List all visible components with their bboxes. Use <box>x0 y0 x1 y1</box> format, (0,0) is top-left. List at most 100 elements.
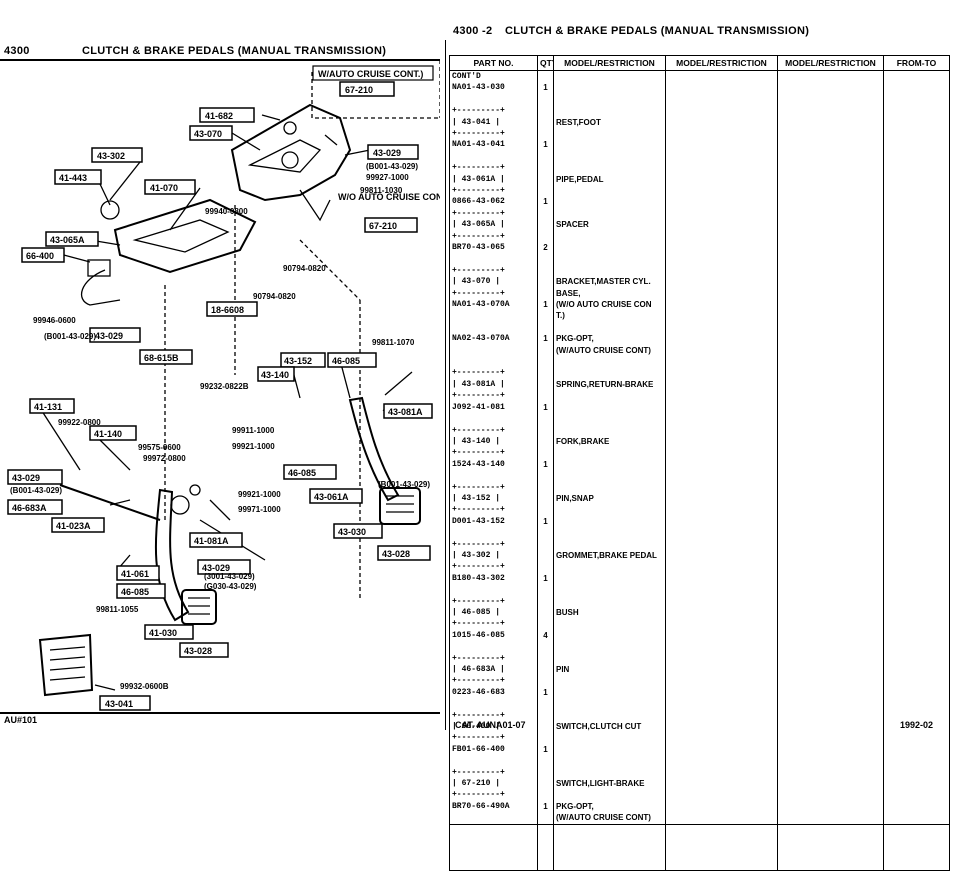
callout-box <box>29 398 75 414</box>
from-to-cell <box>883 686 950 699</box>
part-no-cell: +---------+ <box>449 595 538 607</box>
table-row: +---------+ <box>449 185 950 197</box>
callout-41-443: 41-443 <box>59 173 87 183</box>
from-to-cell <box>883 789 950 801</box>
model-2-cell <box>665 310 778 322</box>
description-cell <box>553 230 666 243</box>
callout-box <box>21 247 65 263</box>
left-page-number: 4300 <box>4 45 30 57</box>
part-no-cell: +---------+ <box>449 652 538 664</box>
qty-cell <box>537 720 554 733</box>
qty-cell <box>537 230 554 243</box>
pn-label: 99927-1000 <box>366 173 409 182</box>
callout-box <box>89 327 141 343</box>
model-3-cell <box>777 299 884 311</box>
empty-cell <box>777 836 884 848</box>
model-3-cell <box>777 310 884 322</box>
from-to-cell <box>883 287 950 300</box>
model-3-cell <box>777 629 884 642</box>
from-to-cell <box>883 538 950 550</box>
qty-cell <box>537 549 554 562</box>
callout-box <box>383 403 433 419</box>
qty-cell <box>537 812 554 825</box>
from-to-cell <box>883 663 950 676</box>
description-cell <box>553 732 666 744</box>
qty-cell <box>537 584 554 596</box>
model-2-cell <box>665 743 778 756</box>
qty-cell <box>537 618 554 630</box>
from-to-cell <box>883 561 950 573</box>
model-3-cell <box>777 755 884 767</box>
table-row: +---------+ <box>449 367 950 379</box>
part-no-cell <box>449 641 538 653</box>
table-row: (W/AUTO CRUISE CONT) <box>449 812 950 825</box>
from-to-cell <box>883 675 950 687</box>
description-cell <box>553 538 666 550</box>
part-no-cell: +---------+ <box>449 766 538 778</box>
callout-box <box>51 517 105 533</box>
part-no-cell: D001-43-152 <box>449 515 538 528</box>
model-3-cell <box>777 800 884 813</box>
from-to-cell <box>883 264 950 277</box>
qty-cell <box>537 185 554 197</box>
model-3-cell <box>777 709 884 721</box>
page-divider <box>445 40 446 730</box>
table-row <box>449 755 950 767</box>
part-no-cell: | 43-152 | <box>449 492 538 505</box>
pn-label: (B001-43-029) <box>44 332 96 341</box>
model-2-cell <box>665 652 778 664</box>
table-row: +---------+ <box>449 264 950 277</box>
qty-cell <box>537 310 554 322</box>
table-row <box>449 321 950 334</box>
model-2-cell <box>665 435 778 448</box>
model-2-cell <box>665 128 778 140</box>
callout-46-683a: 46-683A <box>12 503 47 513</box>
part-no-cell: 0866-43-062 <box>449 196 538 208</box>
qty-cell <box>537 732 554 744</box>
left-footer-rule <box>0 712 440 714</box>
model-2-cell <box>665 162 778 174</box>
from-to-cell <box>883 401 950 414</box>
callout-box <box>309 488 363 504</box>
description-cell: FORK,BRAKE <box>553 435 666 448</box>
callout-box <box>116 565 160 581</box>
model-3-cell <box>777 367 884 379</box>
from-to-cell <box>883 367 950 379</box>
description-cell <box>553 139 666 151</box>
description-cell <box>553 652 666 664</box>
callout-41-023a: 41-023A <box>56 521 91 531</box>
description-cell: PIN,SNAP <box>553 492 666 505</box>
part-no-cell: CONT'D <box>449 70 538 83</box>
model-3-cell <box>777 333 884 345</box>
part-no-cell: +---------+ <box>449 618 538 630</box>
from-to-cell <box>883 515 950 528</box>
callout-box <box>283 464 337 480</box>
empty-cell <box>883 858 950 871</box>
model-3-cell <box>777 219 884 231</box>
model-2-cell <box>665 150 778 163</box>
from-to-cell <box>883 253 950 265</box>
part-no-cell <box>449 584 538 596</box>
part-no-cell: NA02-43-070A <box>449 333 538 345</box>
part-no-cell: +---------+ <box>449 447 538 459</box>
qty-cell <box>537 413 554 425</box>
description-cell <box>553 641 666 653</box>
model-3-cell <box>777 743 884 756</box>
description-cell <box>553 93 666 106</box>
callout-46-085-c: 46-085 <box>121 587 149 597</box>
model-3-cell <box>777 116 884 129</box>
model-3-cell <box>777 652 884 664</box>
description-cell: GROMMET,BRAKE PEDAL <box>553 549 666 562</box>
qty-cell <box>537 378 554 391</box>
from-to-cell <box>883 755 950 767</box>
qty-cell <box>537 527 554 539</box>
model-2-cell <box>665 333 778 345</box>
from-to-cell <box>883 93 950 106</box>
callout-43-030: 43-030 <box>338 527 366 537</box>
empty-cell <box>553 836 666 848</box>
pn-label: 99922-0800 <box>58 418 101 427</box>
part-no-cell: +---------+ <box>449 732 538 744</box>
callout-box <box>199 107 255 123</box>
part-no-cell: +---------+ <box>449 504 538 516</box>
qty-cell <box>537 470 554 482</box>
